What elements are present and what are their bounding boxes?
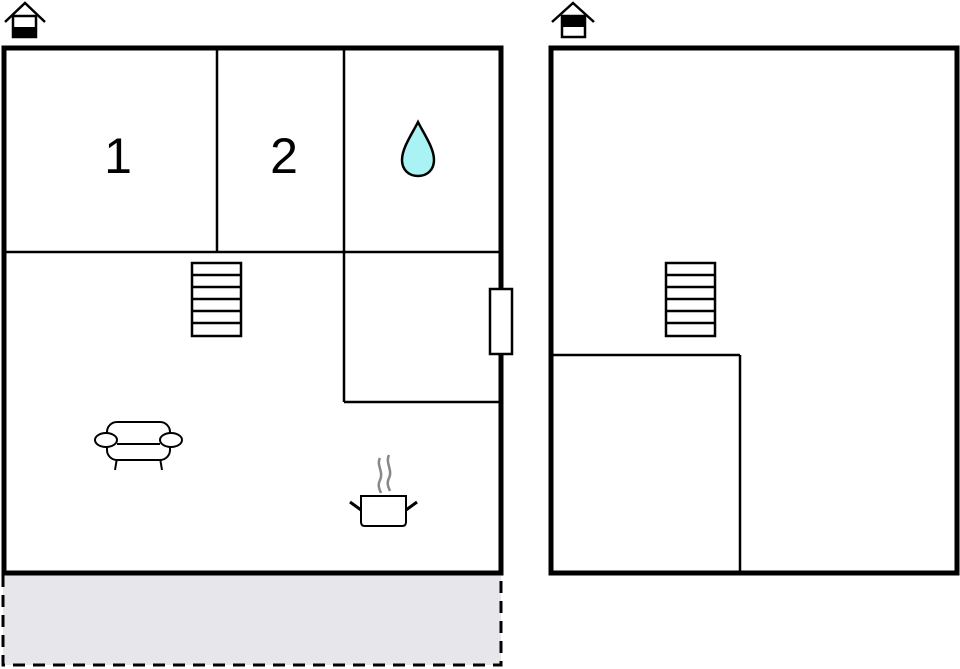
door-icon [488, 287, 514, 356]
stairs-icon [664, 261, 717, 338]
water-drop-icon [400, 119, 436, 178]
stairs-icon [190, 261, 243, 338]
ground-floor-outer-wall [1, 45, 504, 576]
ground-floor-interior-walls [4, 48, 501, 404]
house-upper-floor-icon [551, 1, 595, 39]
room-2-label: 2 [270, 128, 298, 184]
sofa-icon [94, 421, 183, 471]
cooking-pot-icon [349, 454, 418, 527]
room-1-label: 1 [104, 128, 132, 184]
upper-floor-interior-walls [551, 353, 742, 573]
house-ground-floor-icon [4, 1, 46, 39]
upper-floor-outer-wall [548, 45, 960, 576]
terrace-area [1, 575, 503, 667]
